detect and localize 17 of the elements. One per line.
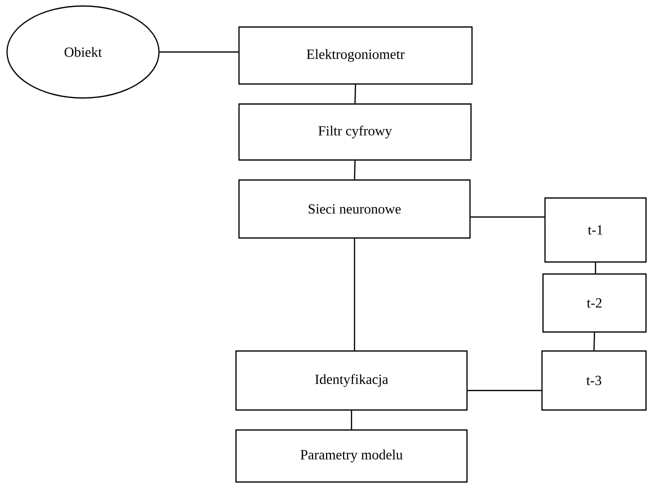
connector-line: [593, 332, 596, 350]
process-box: t-3: [541, 350, 647, 411]
connector-line: [160, 51, 238, 53]
connector-line: [594, 262, 596, 274]
connector-line: [470, 216, 544, 218]
connector-line: [468, 390, 542, 392]
process-box: t-2: [542, 273, 647, 333]
process-box: Sieci neuronowe: [238, 179, 471, 239]
connector-line: [354, 84, 356, 104]
connector-line: [354, 160, 356, 180]
process-box: Filtr cyfrowy: [238, 103, 472, 161]
process-box: Elektrogoniometr: [238, 26, 473, 85]
process-box: Parametry modelu: [235, 429, 468, 483]
connector-line: [350, 410, 352, 430]
connector-line: [354, 238, 356, 350]
process-box: Identyfikacja: [235, 350, 468, 411]
process-box: t-1: [544, 197, 647, 263]
